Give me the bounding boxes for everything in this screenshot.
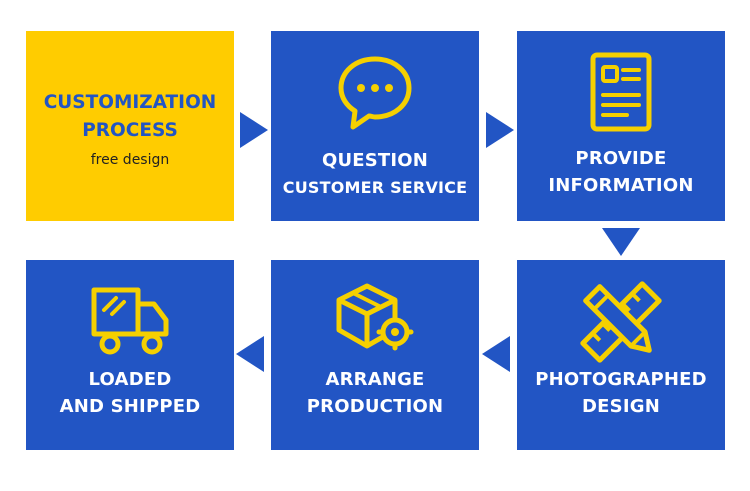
arrow-left-icon: [236, 336, 264, 372]
step-label: ARRANGE PRODUCTION: [271, 366, 479, 420]
intro-title-line2: PROCESS: [82, 120, 178, 141]
step-label: QUESTION CUSTOMER SERVICE: [271, 147, 479, 201]
document-icon: [579, 51, 663, 135]
step-label-line2: PRODUCTION: [306, 396, 444, 417]
step-loaded-and-shipped: LOADED AND SHIPPED: [26, 260, 234, 450]
step-label-line1: ARRANGE: [325, 369, 425, 390]
step-label-line1: QUESTION: [321, 150, 429, 171]
pencil-ruler-icon: [579, 280, 663, 364]
step-label-line2: DESIGN: [582, 396, 660, 417]
step-provide-information: PROVIDE INFORMATION: [517, 31, 725, 221]
step-label-line1: PHOTOGRAPHED: [535, 369, 707, 390]
step-photographed-design: PHOTOGRAPHED DESIGN: [517, 260, 725, 450]
chat-bubble-icon: [333, 51, 417, 135]
step-question-customer-service: QUESTION CUSTOMER SERVICE: [271, 31, 479, 221]
intro-tile: CUSTOMIZATION PROCESS free design: [26, 31, 234, 221]
step-label-line2: AND SHIPPED: [59, 396, 201, 417]
arrow-right-icon: [486, 112, 514, 148]
step-label: LOADED AND SHIPPED: [26, 366, 234, 420]
arrow-down-icon: [602, 228, 640, 256]
step-label-line2: INFORMATION: [548, 175, 694, 196]
truck-icon: [88, 280, 172, 364]
step-label-line1: PROVIDE: [575, 148, 667, 169]
step-label: PHOTOGRAPHED DESIGN: [517, 366, 725, 420]
box-gear-icon: [333, 280, 417, 364]
step-arrange-production: ARRANGE PRODUCTION: [271, 260, 479, 450]
arrow-right-icon: [240, 112, 268, 148]
intro-title-line1: CUSTOMIZATION: [43, 92, 217, 113]
arrow-left-icon: [482, 336, 510, 372]
intro-title: CUSTOMIZATION PROCESS: [26, 89, 234, 145]
step-label-line2: CUSTOMER SERVICE: [282, 178, 468, 197]
step-label-line1: LOADED: [88, 369, 172, 390]
intro-subtitle: free design: [90, 152, 170, 168]
step-label: PROVIDE INFORMATION: [517, 145, 725, 199]
